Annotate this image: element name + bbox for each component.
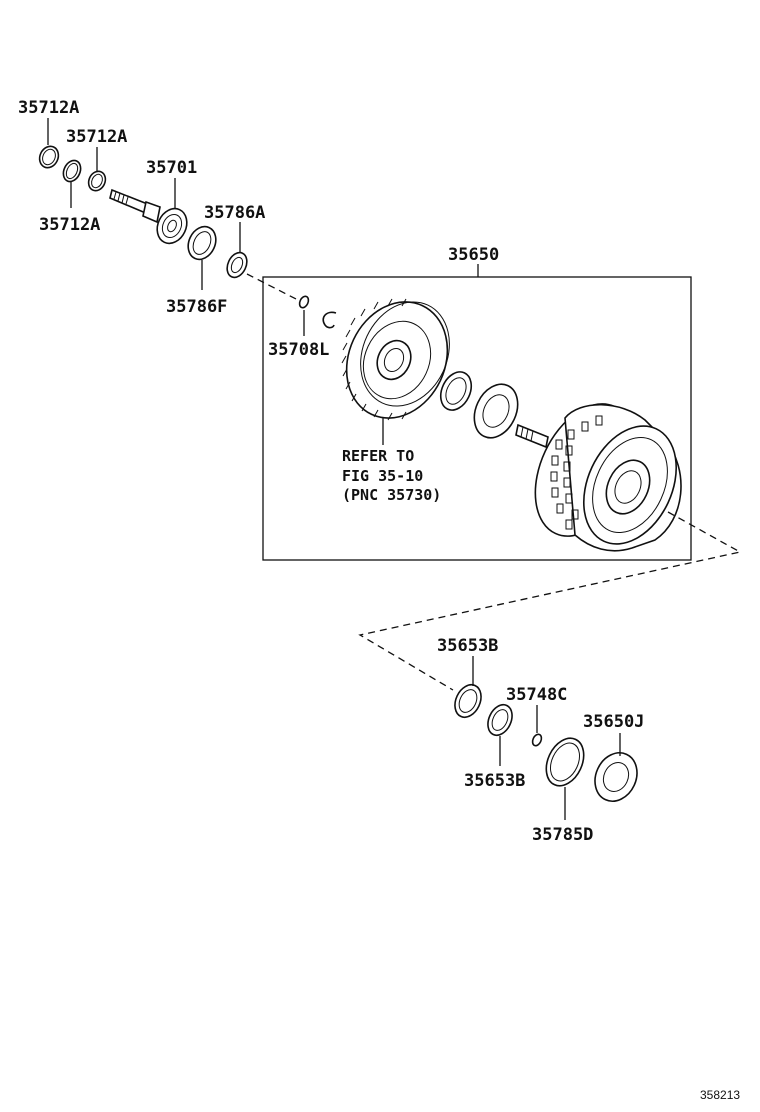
assembly-box-35650: [262, 276, 692, 561]
sun-gear-drum: [341, 298, 450, 421]
clutch-drum-35650: [515, 403, 682, 552]
label-35786f: 35786F: [166, 297, 227, 317]
refer-note-line1: REFER TO: [342, 447, 414, 465]
o-ring-35708l: [298, 295, 310, 309]
snap-ring-35712a-top: [38, 145, 60, 169]
o-ring-35748c: [531, 733, 543, 747]
seal-ring-35653b-rear: [487, 703, 513, 737]
thrust-washer-35786f: [187, 225, 217, 261]
snap-ring-c-clip: [322, 311, 337, 329]
thrust-washer-large: [473, 383, 519, 439]
axis-dashed-lower: [358, 511, 742, 691]
label-35708l: 35708L: [268, 340, 329, 360]
label-35701: 35701: [146, 158, 197, 178]
label-35786a: 35786A: [204, 203, 265, 223]
label-35712a-bottom: 35712A: [39, 215, 100, 235]
thrust-bearing: [439, 371, 473, 411]
label-35650: 35650: [448, 245, 499, 265]
label-35748c: 35748C: [506, 685, 567, 705]
thrust-washer-35786a: [226, 251, 248, 279]
label-35785d: 35785D: [532, 825, 593, 845]
label-35712a-top: 35712A: [18, 98, 79, 118]
label-35653b-top: 35653B: [437, 636, 498, 656]
snap-ring-35712a-lower: [62, 159, 82, 183]
axis-dashed-upper: [246, 273, 299, 301]
snap-ring-35712a-middle: [87, 170, 107, 192]
label-35650j: 35650J: [583, 712, 644, 732]
figure-number: 358213: [700, 1088, 740, 1102]
bearing-race-35785d: [545, 737, 585, 787]
label-35653b-bottom: 35653B: [464, 771, 525, 791]
seal-ring-35653b-front: [454, 683, 482, 719]
thrust-washer-35650j: [594, 752, 638, 802]
label-35712a-middle: 35712A: [66, 127, 127, 147]
refer-note-line3: (PNC 35730): [342, 486, 441, 504]
input-shaft-35701: [109, 188, 188, 245]
refer-note-line2: FIG 35-10: [342, 467, 423, 485]
